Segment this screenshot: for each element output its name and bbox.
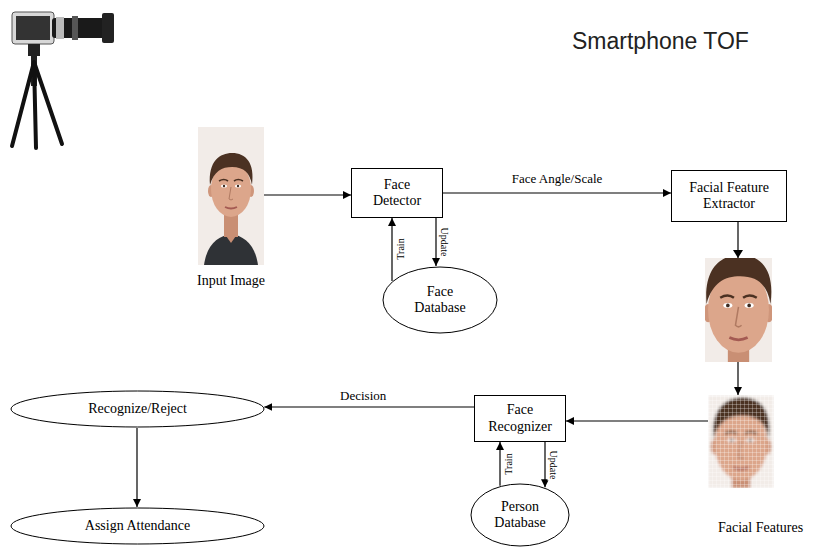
ellipse-outline	[11, 508, 264, 544]
edge-label: Train	[503, 452, 514, 475]
cropped-face-photo	[733, 250, 743, 258]
input-face-photo	[198, 127, 264, 265]
outcome-ellipse: Assign Attendance	[10, 507, 265, 545]
node-label: Assign Attendance	[85, 518, 190, 534]
smartphone-tripod-icon	[12, 12, 54, 44]
node-label: Person Database	[488, 499, 552, 531]
node-label: Face Database	[408, 284, 472, 316]
edge-label: Train	[395, 238, 406, 261]
flow-arrow	[499, 442, 500, 486]
flow-arrow	[435, 218, 436, 266]
cropped-face-photo	[688, 215, 789, 426]
pixelated-face-photo	[708, 395, 774, 488]
flow-arrow	[544, 442, 545, 487]
smartphone-tripod-icon	[28, 44, 40, 56]
image-caption: Facial Features	[718, 520, 803, 536]
smartphone-tripod-icon	[12, 12, 114, 148]
edge-label: Update	[439, 227, 450, 258]
process-box: Face Recognizer	[474, 395, 566, 442]
process-box: Facial Feature Extractor	[671, 170, 787, 222]
smartphone-tripod-icon	[102, 13, 114, 43]
pixelated-face-photo	[708, 395, 774, 488]
smartphone-tripod-icon	[16, 16, 50, 40]
smartphone-tripod-icon	[12, 62, 62, 148]
cropped-face-photo	[688, 215, 789, 426]
flow-arrow	[443, 192, 671, 193]
ellipse-outline	[11, 391, 264, 427]
node-label: Face Recognizer	[482, 402, 558, 434]
node-label: Face Detector	[367, 177, 427, 209]
feature-image: Facial Features	[708, 395, 774, 488]
image-caption: Input Image	[197, 273, 265, 289]
flow-arrow	[264, 194, 351, 195]
ellipse-outline	[383, 267, 497, 333]
device-label: Smartphone TOF	[572, 28, 749, 55]
database-ellipse: Person Database	[470, 483, 570, 547]
pixelated-face-photo	[708, 395, 774, 488]
flow-arrow	[566, 420, 708, 421]
flow-arrow	[391, 218, 392, 281]
outcome-ellipse: Recognize/Reject	[10, 390, 265, 428]
edge-label: Update	[548, 449, 559, 480]
input-image: Input Image	[198, 127, 264, 265]
process-box: Face Detector	[351, 168, 443, 218]
node-label: Facial Feature Extractor	[679, 180, 779, 212]
node-label: Recognize/Reject	[88, 401, 187, 417]
input-face-photo	[198, 127, 264, 265]
smartphone-tripod-icon	[72, 16, 78, 40]
flow-arrow	[136, 428, 137, 507]
cropped-face-photo	[688, 215, 789, 426]
smartphone-tripod-icon	[56, 17, 64, 39]
flow-arrow	[264, 406, 474, 407]
pixelated-face-photo	[708, 395, 774, 488]
pixelated-face-photo	[708, 395, 774, 488]
edge-label: Face Angle/Scale	[511, 172, 604, 186]
ellipse-outline	[471, 484, 569, 546]
edge-label: Decision	[339, 389, 387, 403]
database-ellipse: Face Database	[382, 266, 498, 334]
